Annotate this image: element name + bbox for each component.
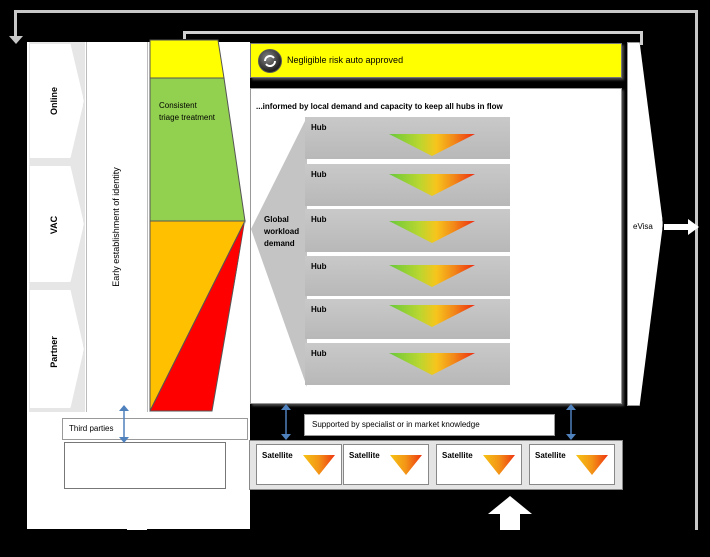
- double-arrow-icon-hub: [281, 404, 291, 440]
- hub-row: Hub: [305, 299, 510, 339]
- hub-row: Hub: [305, 164, 510, 206]
- recycle-icon: [258, 49, 282, 73]
- hub-row: Hub: [305, 209, 510, 252]
- supported-box: [304, 414, 555, 436]
- top-feedback-line: [14, 10, 698, 13]
- satellite-label: Satellite: [349, 451, 380, 460]
- triage-white-gap: [214, 221, 247, 411]
- satellite-box: Satellite: [256, 444, 342, 485]
- supported-label: Supported by specialist or in market kno…: [312, 420, 480, 429]
- hub-label: Hub: [311, 349, 327, 358]
- satellite-label: Satellite: [442, 451, 473, 460]
- evisa-output-arrow-icon: [664, 219, 699, 235]
- hub-row: Hub: [305, 343, 510, 385]
- third-parties-panel: [64, 442, 226, 489]
- satellite-triangle: [303, 455, 335, 475]
- satellite-triangle: [576, 455, 608, 475]
- triage-red-band: [149, 220, 246, 412]
- hub-label: Hub: [311, 123, 327, 132]
- satellite-box: Satellite: [343, 444, 429, 485]
- global-demand-wedge: [251, 117, 307, 387]
- satellite-label: Satellite: [535, 451, 566, 460]
- feedback-arrow-head: [9, 36, 23, 44]
- hub-triangle: [389, 265, 475, 287]
- hub-triangle: [389, 221, 475, 243]
- channel-label-partner: Partner: [49, 336, 59, 368]
- satellite-box: Satellite: [436, 444, 522, 485]
- hub-triangle: [389, 353, 475, 375]
- double-arrow-icon-right: [566, 404, 576, 440]
- hub-label: Hub: [311, 215, 327, 224]
- third-parties-box: [62, 418, 248, 440]
- hub-triangle: [389, 174, 475, 196]
- recycle-arrows-icon: [264, 55, 276, 67]
- triage-connector-left: [183, 31, 186, 39]
- hub-label: Hub: [311, 170, 327, 179]
- identity-label: Early establishment of identity: [111, 167, 121, 287]
- channel-label-online: Online: [49, 87, 59, 116]
- hub-row: Hub: [305, 117, 510, 159]
- hub-row: Hub: [305, 256, 510, 296]
- identity-block: [86, 42, 148, 412]
- triage-funnel: [149, 39, 247, 412]
- satellite-box: Satellite: [529, 444, 615, 485]
- left-feedback-line: [14, 10, 17, 40]
- third-parties-label: Third parties: [69, 424, 114, 433]
- channel-online: [30, 44, 84, 158]
- triage-connector-line: [183, 31, 643, 34]
- triage-yellow-band: [149, 39, 225, 79]
- channel-label-vac: VAC: [49, 215, 59, 235]
- evisa-label: eVisa: [633, 222, 653, 231]
- informed-title: ...informed by local demand and capacity…: [256, 102, 503, 111]
- input-arrow-icon-right: [488, 496, 532, 530]
- satellite-triangle: [483, 455, 515, 475]
- negligible-risk-label: Negligible risk auto approved: [287, 55, 404, 65]
- hub-triangle: [389, 134, 475, 156]
- right-feedback-line: [695, 10, 698, 530]
- negligible-risk-bar: [250, 43, 622, 78]
- hub-label: Hub: [311, 305, 327, 314]
- hub-triangle: [389, 305, 475, 327]
- global-demand-label: Global workload demand: [264, 215, 300, 248]
- satellite-triangle: [390, 455, 422, 475]
- hub-label: Hub: [311, 262, 327, 271]
- satellite-label: Satellite: [262, 451, 293, 460]
- triage-label: Consistent triage treatment: [159, 101, 216, 122]
- double-arrow-icon-left: [119, 405, 129, 443]
- input-arrow-icon-left: [115, 496, 159, 530]
- triage-connector-right: [640, 31, 643, 45]
